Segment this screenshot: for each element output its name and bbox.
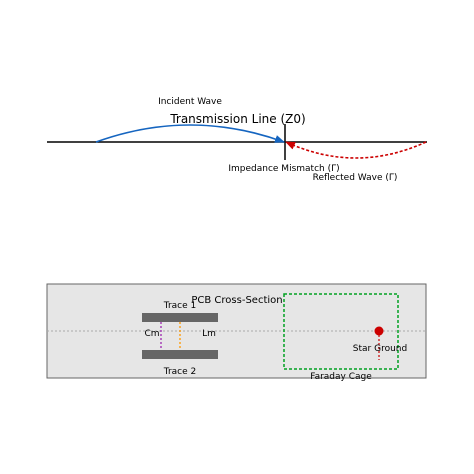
faraday-cage xyxy=(283,293,399,370)
trace-1-label: Trace 1 xyxy=(163,301,196,311)
impedance-mismatch-label: Impedance Mismatch (Γ) xyxy=(228,164,339,174)
transmission-line-section: Incident Wave Transmission Line (Z0) Imp… xyxy=(47,97,427,183)
pcb-title: PCB Cross-Section xyxy=(191,295,282,306)
cm-label: Cm xyxy=(144,329,159,339)
incident-wave-arrow xyxy=(95,124,285,143)
faraday-cage-label: Faraday Cage xyxy=(310,372,372,382)
star-ground-label: Star Ground xyxy=(353,344,407,354)
trace-1 xyxy=(142,313,218,322)
incident-wave-label: Incident Wave xyxy=(158,97,222,107)
trace-2 xyxy=(142,350,218,359)
reflected-wave-arrow xyxy=(285,141,427,159)
pcb-cross-section-panel: PCB Cross-Section Trace 1 Trace 2 Cm Lm … xyxy=(46,283,427,382)
lm-label: Lm xyxy=(202,329,216,339)
transmission-line-title: Transmission Line (Z0) xyxy=(169,112,305,126)
star-ground-icon xyxy=(374,326,384,336)
reflected-wave-label: Reflected Wave (Γ) xyxy=(313,173,398,183)
trace-2-label: Trace 2 xyxy=(163,367,196,377)
